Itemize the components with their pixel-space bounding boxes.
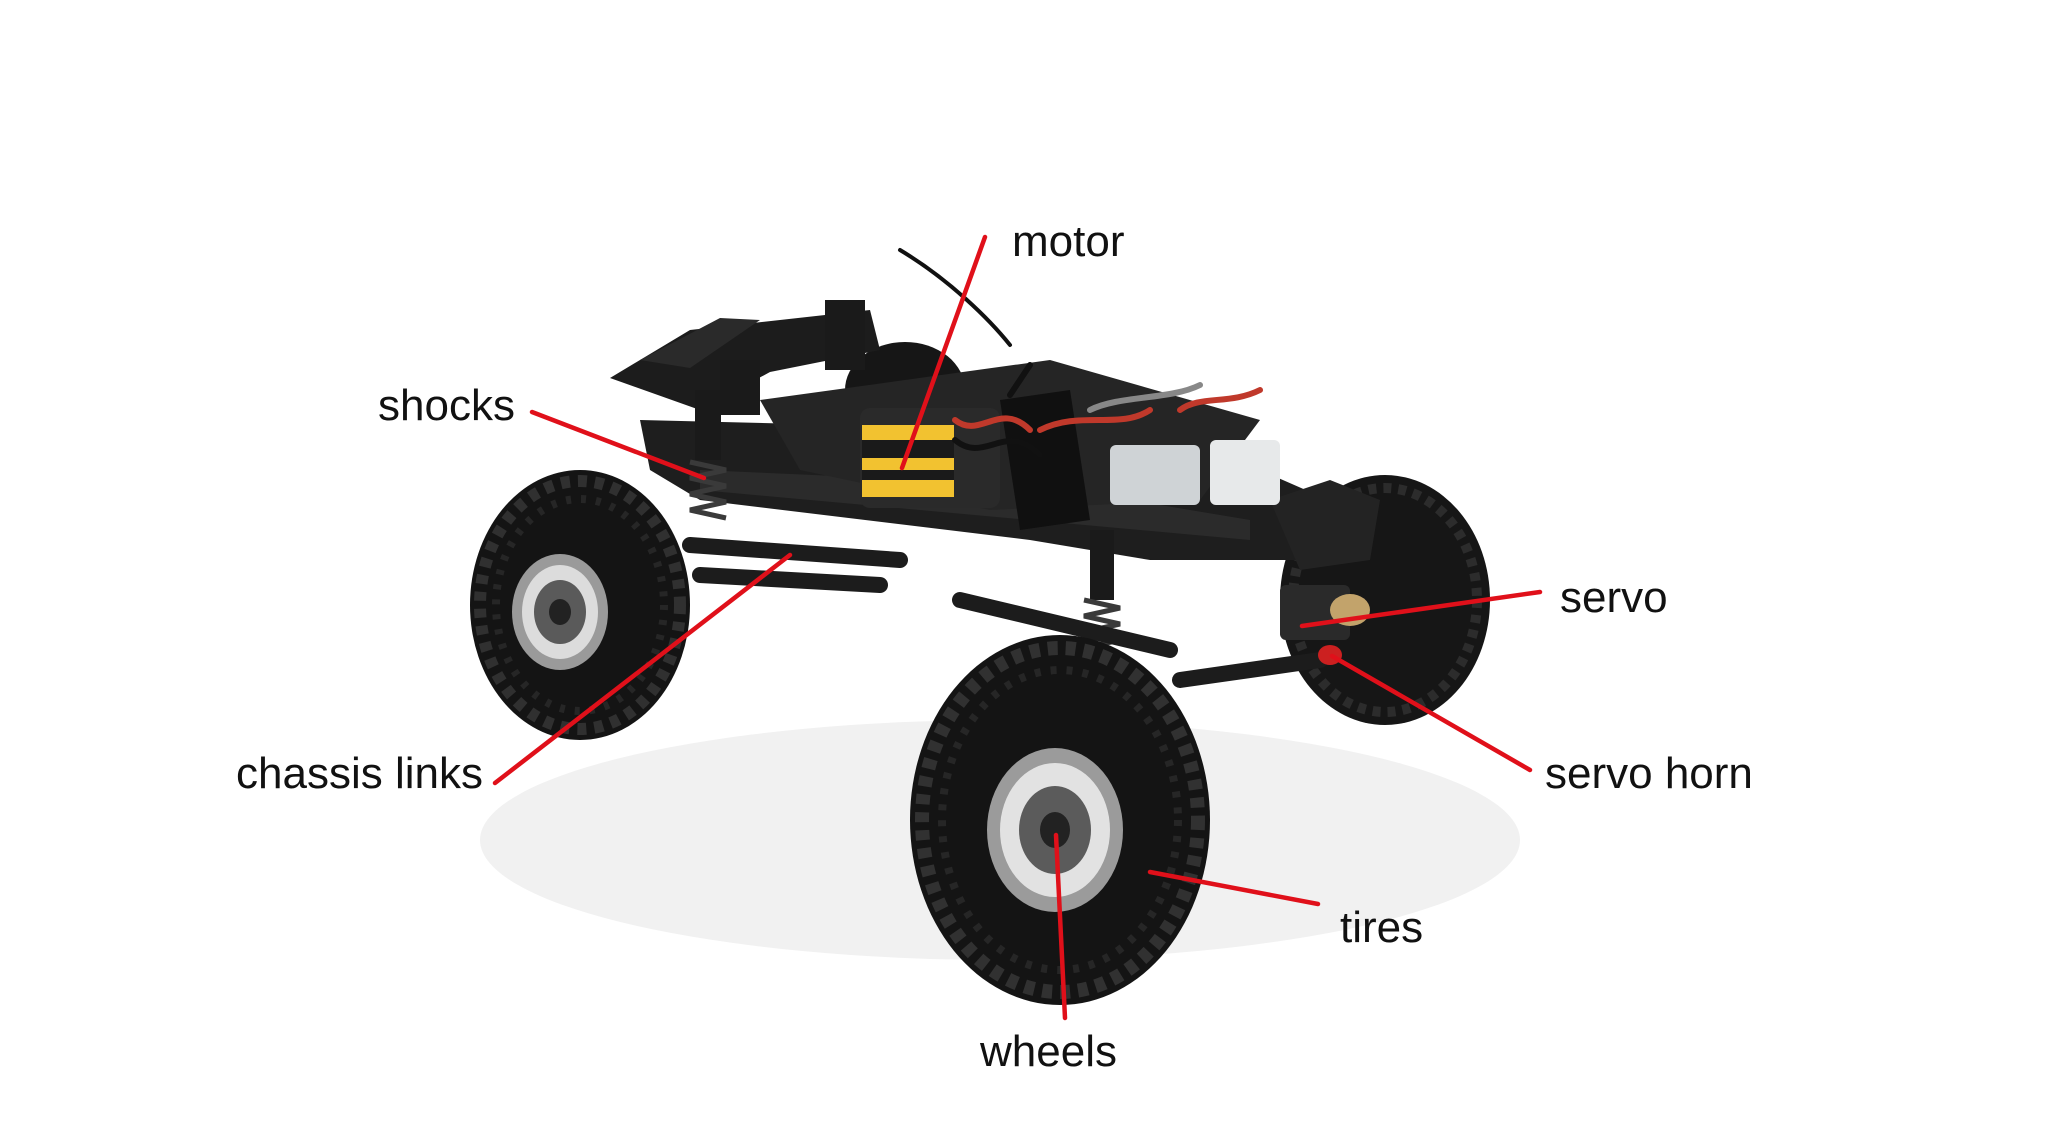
leader-line-tires — [1147, 869, 1321, 907]
front-right-wheel — [987, 748, 1123, 912]
label-chassis-links: chassis links — [236, 749, 483, 798]
label-shocks: shocks — [378, 381, 515, 430]
label-wheels: wheels — [980, 1027, 1117, 1076]
esc-receiver — [1110, 440, 1280, 505]
label-servo-horn: servo horn — [1545, 749, 1753, 798]
leader-line-motor — [899, 234, 988, 471]
label-motor: motor — [1012, 217, 1125, 266]
leader-line-shocks — [529, 409, 707, 481]
leader-line-chassis-links — [492, 552, 793, 786]
rear-shock — [689, 390, 727, 521]
link-bars — [682, 537, 1328, 688]
leader-line-wheels — [1053, 832, 1068, 1021]
leader-line-servo — [1299, 589, 1543, 629]
label-tires: tires — [1340, 903, 1424, 952]
motor-body — [860, 408, 1000, 508]
leader-lines — [492, 234, 1543, 1021]
label-servo: servo — [1560, 573, 1668, 622]
wiring — [898, 248, 1263, 458]
front-left-wheel — [512, 554, 608, 670]
leader-line-servo-horn — [1329, 653, 1533, 773]
